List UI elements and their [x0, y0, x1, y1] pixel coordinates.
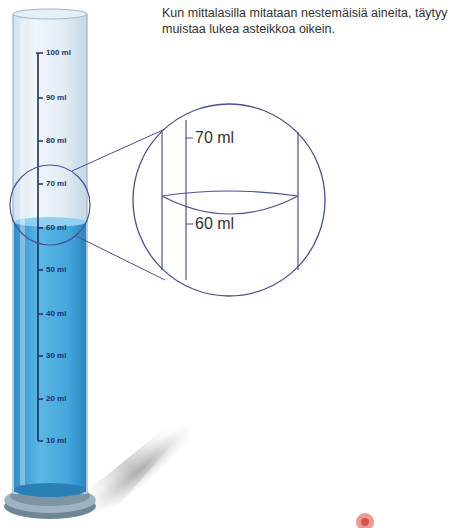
zoom-scale-label: 60 ml	[193, 215, 236, 233]
scale-label: 100 ml	[46, 48, 71, 58]
scale-label: 90 ml	[46, 93, 66, 103]
scale-label: 70 ml	[46, 179, 66, 189]
scale-label: 50 ml	[46, 265, 66, 275]
scale-label: 80 ml	[46, 136, 66, 146]
zoom-scale-label: 70 ml	[193, 129, 236, 147]
scale-label: 30 ml	[46, 351, 66, 361]
scale-label: 40 ml	[46, 309, 66, 319]
caption-text: Kun mittalasilla mitataan nestemäisiä ai…	[162, 5, 454, 37]
scale-label: 10 ml	[46, 436, 66, 446]
scale-label: 20 ml	[46, 394, 66, 404]
scale-label: 60 ml	[46, 223, 66, 233]
